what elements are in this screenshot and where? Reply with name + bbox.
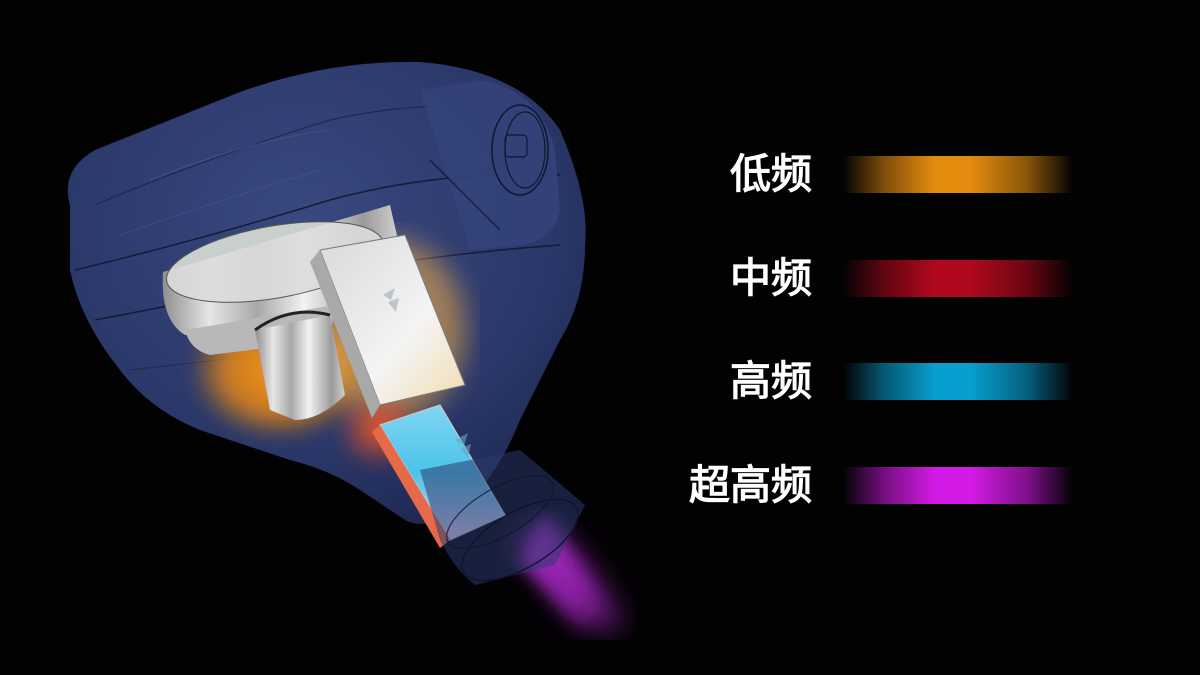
legend-label-mid: 中频 [730,254,812,302]
legend-label-ultra-high: 超高频 [689,461,812,509]
earphone-cutaway-illustration [67,61,625,630]
legend-bar-mid [843,260,1073,297]
earphone-nozzle [420,450,585,585]
legend-label-low: 低频 [730,150,812,198]
balanced-armature-mid-driver [310,234,466,418]
dynamic-driver [162,205,399,420]
legend-item-low: 低频 [660,150,1080,198]
cable-connector-socket [420,80,560,250]
legend-item-mid: 中频 [660,254,1080,302]
legend-bar-ultra-high [843,467,1073,504]
legend-bar-low [843,156,1073,193]
legend-item-high: 高频 [660,357,1080,405]
legend-item-ultra-high: 超高频 [660,461,1080,509]
legend-bar-high [843,363,1073,400]
brand-k-logo-icon [383,288,399,312]
brand-k-logo-icon-2 [455,433,471,458]
legend-label-high: 高频 [730,357,812,405]
